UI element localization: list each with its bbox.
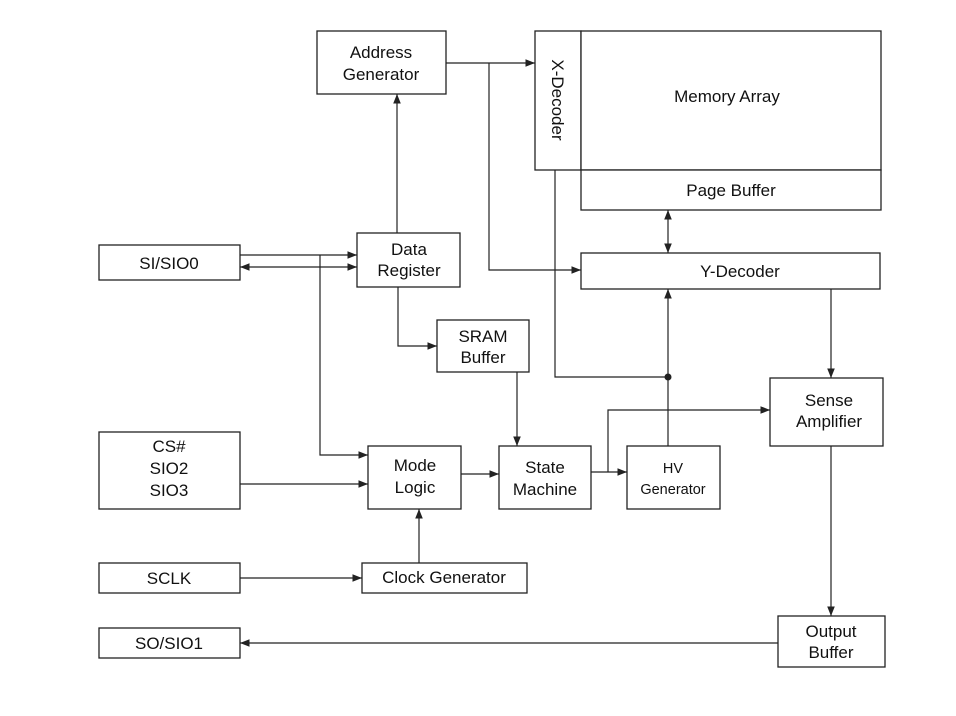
sense-amplifier-label-2: Amplifier — [796, 412, 862, 431]
x-decoder-block: X-Decoder — [534, 30, 582, 171]
x-decoder-label: X-Decoder — [548, 59, 567, 141]
memory-array-label: Memory Array — [674, 87, 780, 106]
output-buffer-label-2: Buffer — [808, 643, 853, 662]
output-buffer-label-1: Output — [805, 622, 856, 641]
state-machine-block: State Machine — [498, 445, 592, 510]
sram-buffer-label-2: Buffer — [460, 348, 505, 367]
address-generator-label-2: Generator — [343, 65, 420, 84]
y-decoder-block: Y-Decoder — [580, 252, 881, 290]
sram-buffer-block: SRAM Buffer — [436, 319, 530, 373]
junction-dot — [664, 373, 672, 381]
pin-sio3-label: SIO3 — [150, 481, 189, 500]
memory-array-block: Memory Array — [580, 30, 882, 171]
mode-logic-label-2: Logic — [395, 478, 436, 497]
pin-sclk-label: SCLK — [147, 569, 192, 588]
pin-cs-label: CS# — [152, 437, 186, 456]
sram-buffer-label-1: SRAM — [458, 327, 507, 346]
pin-sio2-label: SIO2 — [150, 459, 189, 478]
output-buffer-block: Output Buffer — [777, 615, 886, 668]
clock-generator-block: Clock Generator — [361, 562, 528, 594]
pin-si-sio0-label: SI/SIO0 — [139, 254, 199, 273]
sense-amplifier-block: Sense Amplifier — [769, 377, 884, 447]
wire-datareg-sram — [397, 287, 437, 350]
pin-si-sio0: SI/SIO0 — [98, 244, 241, 281]
mode-logic-block: Mode Logic — [367, 445, 462, 510]
data-register-label-1: Data — [391, 240, 427, 259]
connections — [240, 59, 835, 647]
sense-amplifier-label-1: Sense — [805, 391, 853, 410]
hv-generator-label-2: Generator — [640, 482, 705, 498]
wire-statemachine-senseamp — [607, 406, 770, 472]
mode-logic-label-1: Mode — [394, 456, 437, 475]
state-machine-label-1: State — [525, 458, 565, 477]
clock-generator-label: Clock Generator — [382, 568, 506, 587]
address-generator-block: Address Generator — [316, 30, 447, 95]
data-register-block: Data Register — [356, 232, 461, 288]
wire-si-modelogic — [319, 255, 368, 459]
pin-so-sio1-label: SO/SIO1 — [135, 634, 203, 653]
state-machine-label-2: Machine — [513, 480, 577, 499]
pin-sclk: SCLK — [98, 562, 241, 594]
page-buffer-block: Page Buffer — [580, 169, 882, 211]
y-decoder-label: Y-Decoder — [700, 262, 780, 281]
pin-cs-sio2-sio3: CS# SIO2 SIO3 — [98, 431, 241, 510]
data-register-label-2: Register — [377, 261, 441, 280]
pin-so-sio1: SO/SIO1 — [98, 627, 241, 659]
page-buffer-label: Page Buffer — [686, 181, 776, 200]
hv-generator-block: HV Generator — [626, 445, 721, 510]
wire-xdecoder-junction — [554, 170, 668, 378]
hv-generator-label-1: HV — [663, 461, 683, 477]
address-generator-label-1: Address — [350, 43, 412, 62]
wire-addrgen-ydecoder — [488, 63, 581, 274]
